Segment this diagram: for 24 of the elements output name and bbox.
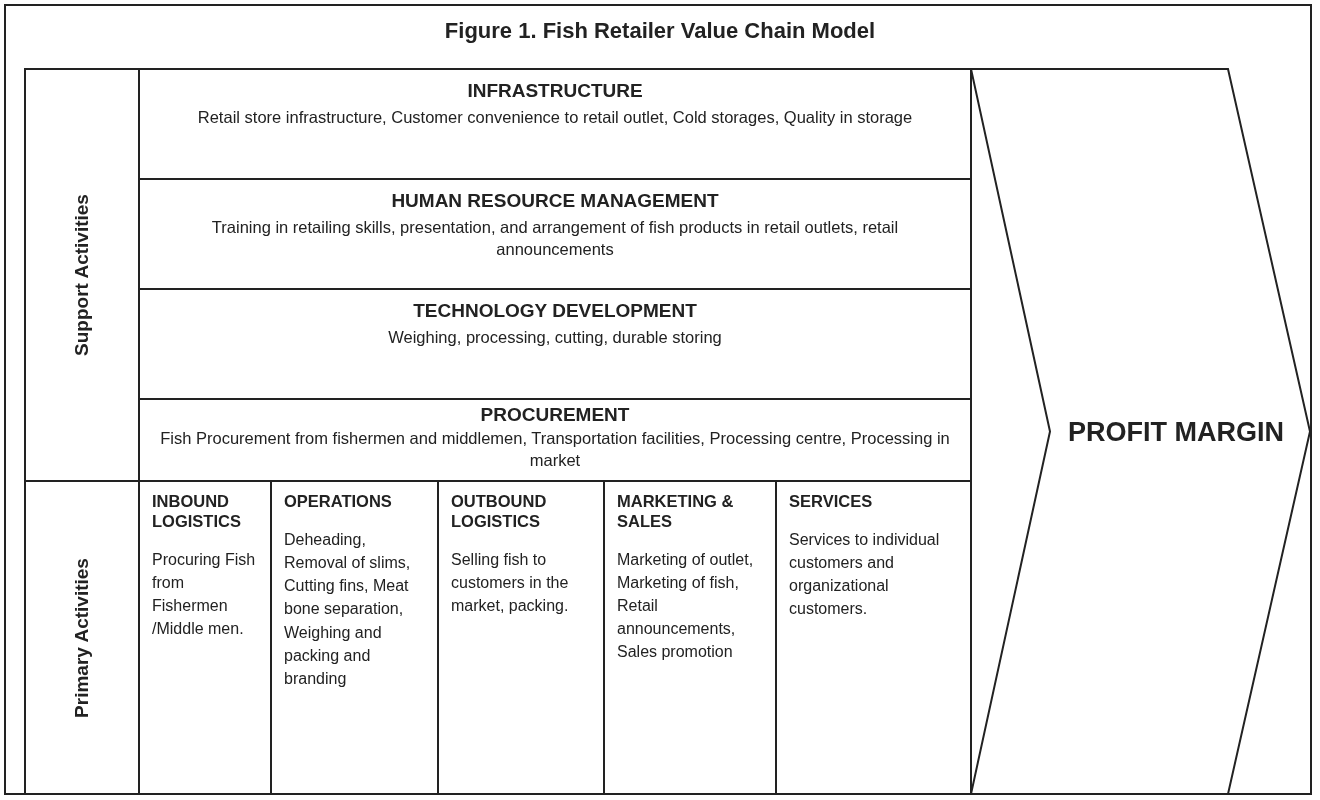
activity-description: Deheading, Removal of slims, Cutting fins, Meat bone separation, Weighing and packing and branding: [284, 529, 412, 689]
activity-heading: INFRASTRUCTURE: [466, 80, 644, 102]
activity-description: Selling fish to customers in the market, packing.: [451, 549, 570, 616]
margin-label: PROFIT MARGIN: [1067, 415, 1285, 449]
figure-title: Figure 1. Fish Retailer Value Chain Model: [443, 18, 877, 44]
activity-heading: OPERATIONS: [284, 492, 393, 512]
activity-heading: SERVICES: [789, 492, 874, 512]
activity-description: Retail store infrastructure, Customer convenience to retail outlet, Cold storages, Quality in storage: [196, 107, 914, 128]
activity-description: Training in retailing skills, presentation, and arrangement of fish products in retail outlets, retail announcements: [210, 217, 900, 261]
activity-heading: TECHNOLOGY DEVELOPMENT: [412, 300, 698, 322]
activity-heading: MARKETING & SALES: [617, 492, 735, 532]
band-label: Support Activities: [71, 194, 93, 356]
activity-heading: HUMAN RESOURCE MANAGEMENT: [390, 190, 720, 212]
band-label: Primary Activities: [71, 557, 93, 718]
activity-row: [138, 68, 972, 180]
activity-heading: INBOUND LOGISTICS: [152, 492, 242, 532]
activity-description: Weighing, processing, cutting, durable storing: [387, 327, 723, 348]
activity-description: Services to individual customers and organizational customers.: [789, 529, 941, 620]
activity-description: Fish Procurement from fishermen and middlemen, Transportation facilities, Processing centre, Processing in market: [159, 428, 951, 472]
activity-heading: PROCUREMENT: [479, 404, 631, 426]
activity-band: [24, 68, 140, 482]
activity-description: Procuring Fish from Fishermen /Middle men.: [152, 549, 257, 640]
activity-description: Marketing of outlet, Marketing of fish, Retail announcements, Sales promotion: [617, 549, 755, 663]
activity-heading: OUTBOUND LOGISTICS: [451, 492, 548, 532]
